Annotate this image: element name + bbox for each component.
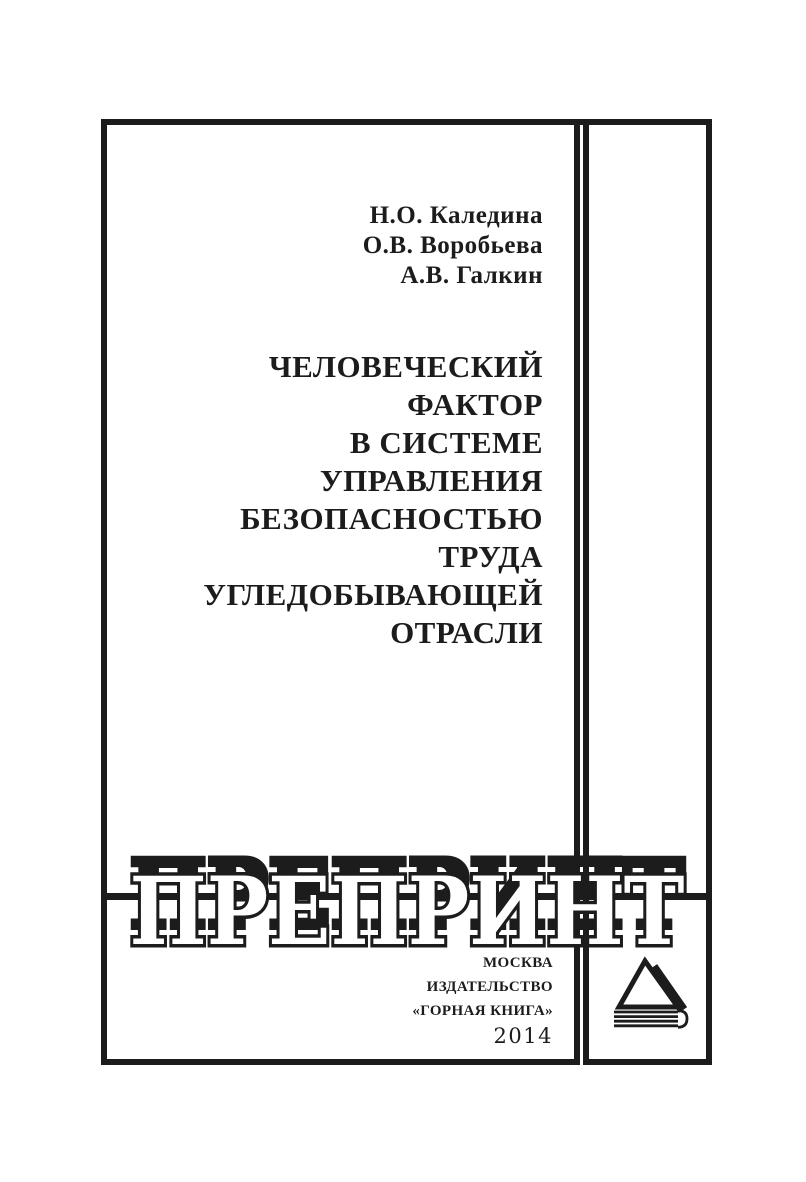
book-title: ЧЕЛОВЕЧЕСКИЙ ФАКТОР В СИСТЕМЕ УПРАВЛЕНИЯ… — [203, 348, 543, 652]
imprint-publisher-name: «ГОРНАЯ КНИГА» — [412, 1003, 553, 1019]
title-line: ЧЕЛОВЕЧЕСКИЙ — [268, 349, 543, 384]
banner-shadow-text: ПРЕПРИНТ — [130, 840, 685, 950]
imprint-city: МОСКВА — [482, 955, 553, 971]
title-line: ОТРАСЛИ — [390, 615, 543, 650]
imprint-year: 2014 — [493, 1024, 553, 1048]
author-name: Н.О. Каледина — [369, 202, 543, 229]
title-line: УГЛЕДОБЫВАЮЩЕЙ — [203, 577, 543, 612]
imprint-block: МОСКВА ИЗДАТЕЛЬСТВО «ГОРНАЯ КНИГА» 2014 — [412, 951, 553, 1049]
preprint-banner: ПРЕПРИНТ ПРЕПРИНТ — [101, 837, 712, 971]
title-line: ФАКТОР — [407, 387, 543, 422]
author-name: А.В. Галкин — [400, 262, 543, 289]
logo-book-spine — [677, 1009, 689, 1029]
author-name: О.В. Воробьева — [362, 232, 543, 259]
authors-block: Н.О. Каледина О.В. Воробьева А.В. Галкин — [363, 201, 543, 291]
banner-midline-rule — [101, 893, 712, 900]
banner-text: ПРЕПРИНТ — [130, 857, 685, 967]
logo-diagonal-stroke — [648, 964, 688, 1013]
cover-frame — [101, 119, 712, 1065]
title-line: В СИСТЕМЕ — [349, 425, 543, 460]
double-rule — [574, 125, 589, 1065]
title-line: ТРУДА — [438, 539, 543, 574]
title-line: УПРАВЛЕНИЯ — [319, 463, 543, 498]
title-line: БЕЗОПАСНОСТЬЮ — [240, 501, 543, 536]
mountain-book-icon — [614, 956, 689, 1029]
imprint-publisher-label: ИЗДАТЕЛЬСТВО — [426, 979, 553, 995]
